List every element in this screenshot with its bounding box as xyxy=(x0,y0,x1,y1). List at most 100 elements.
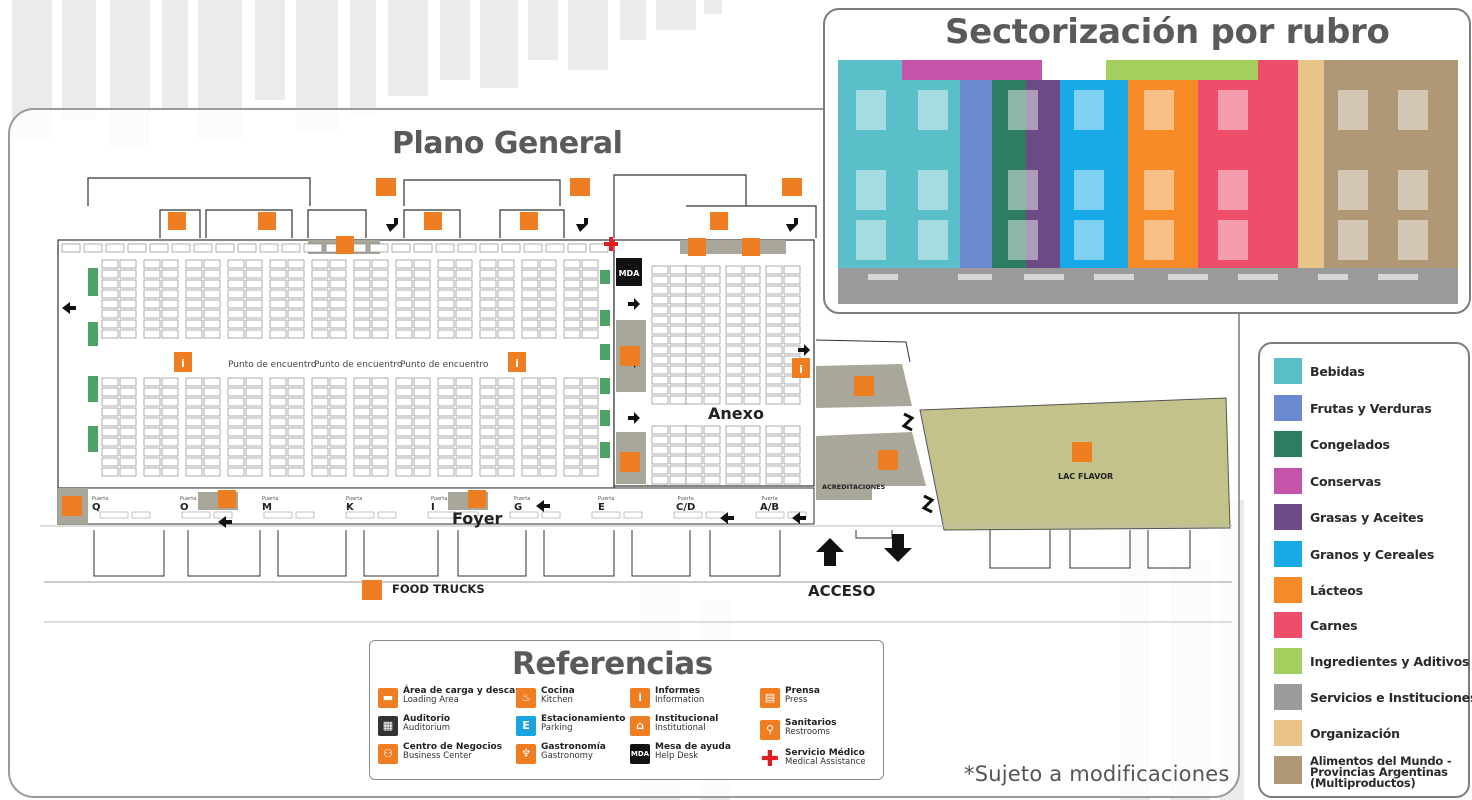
stand xyxy=(521,397,539,407)
ref-name: Auditorio xyxy=(403,714,451,724)
legend-label: Congelados xyxy=(1310,437,1390,452)
legend-item: Organización xyxy=(1274,720,1470,748)
stand xyxy=(413,407,431,417)
stand xyxy=(651,355,669,365)
stand xyxy=(455,279,473,289)
stand xyxy=(765,325,783,335)
stand xyxy=(269,467,287,477)
stand xyxy=(371,457,389,467)
stand xyxy=(479,299,497,309)
stand xyxy=(143,377,161,387)
stand xyxy=(765,265,783,275)
ref-en: Auditorium xyxy=(403,723,451,733)
stand xyxy=(765,305,783,315)
stand xyxy=(685,355,703,365)
stand xyxy=(455,329,473,339)
stand xyxy=(651,315,669,325)
stand xyxy=(521,269,539,279)
stand xyxy=(581,437,599,447)
stand xyxy=(765,475,783,485)
stand xyxy=(703,425,721,435)
stand xyxy=(143,387,161,397)
stand xyxy=(203,467,221,477)
stand xyxy=(311,437,329,447)
stand xyxy=(563,309,581,319)
stand xyxy=(685,435,703,445)
stand xyxy=(119,319,137,329)
stand xyxy=(329,319,347,329)
stand xyxy=(539,387,557,397)
stand xyxy=(703,265,721,275)
stand xyxy=(765,275,783,285)
stand xyxy=(245,457,263,467)
stand xyxy=(437,289,455,299)
stand xyxy=(287,397,305,407)
stand xyxy=(101,279,119,289)
stand xyxy=(161,269,179,279)
foyer-stand xyxy=(459,511,479,519)
stand xyxy=(227,319,245,329)
stand xyxy=(539,259,557,269)
stand xyxy=(455,387,473,397)
stand xyxy=(669,345,687,355)
legend-item: Bebidas xyxy=(1274,358,1470,386)
stand xyxy=(765,435,783,445)
stand xyxy=(371,437,389,447)
stand xyxy=(685,465,703,475)
legend-label: Frutas y Verduras xyxy=(1310,401,1432,416)
stand xyxy=(269,407,287,417)
stand xyxy=(227,457,245,467)
stand xyxy=(479,467,497,477)
stand xyxy=(395,289,413,299)
stand xyxy=(185,329,203,339)
stand xyxy=(203,377,221,387)
stand xyxy=(371,447,389,457)
stand xyxy=(669,305,687,315)
legend-swatch xyxy=(1274,577,1302,603)
stand xyxy=(563,319,581,329)
stand xyxy=(161,309,179,319)
stand xyxy=(703,315,721,325)
stand xyxy=(725,355,743,365)
stand xyxy=(497,457,515,467)
stand xyxy=(185,407,203,417)
stand xyxy=(725,365,743,375)
stand xyxy=(161,329,179,339)
stand xyxy=(651,335,669,345)
stand xyxy=(743,315,761,325)
stand xyxy=(245,447,263,457)
stand xyxy=(227,279,245,289)
stand xyxy=(101,417,119,427)
stand xyxy=(539,457,557,467)
stand xyxy=(455,437,473,447)
stand xyxy=(395,407,413,417)
legend-item: Granos y Cereales xyxy=(1274,541,1470,569)
foyer-stand xyxy=(263,511,293,519)
legend-item: Servicios e Instituciones xyxy=(1274,684,1472,712)
stand xyxy=(497,309,515,319)
stand xyxy=(203,427,221,437)
stand xyxy=(311,269,329,279)
stand xyxy=(497,269,515,279)
stand xyxy=(521,329,539,339)
stand xyxy=(563,407,581,417)
stand xyxy=(479,309,497,319)
stand xyxy=(563,269,581,279)
stand xyxy=(479,417,497,427)
legend-label: Conservas xyxy=(1310,474,1381,489)
disclaimer-note: *Sujeto a modificaciones xyxy=(964,762,1230,786)
stand xyxy=(329,259,347,269)
stand xyxy=(685,345,703,355)
stand xyxy=(119,457,137,467)
stand xyxy=(765,365,783,375)
ref-en: Gastronomy xyxy=(541,751,593,761)
stand xyxy=(245,259,263,269)
stand xyxy=(783,305,801,315)
gastronomy-icon: ♆ xyxy=(516,744,536,764)
stand xyxy=(371,377,389,387)
legend-swatch xyxy=(1274,720,1302,746)
sector-block xyxy=(1074,220,1104,260)
